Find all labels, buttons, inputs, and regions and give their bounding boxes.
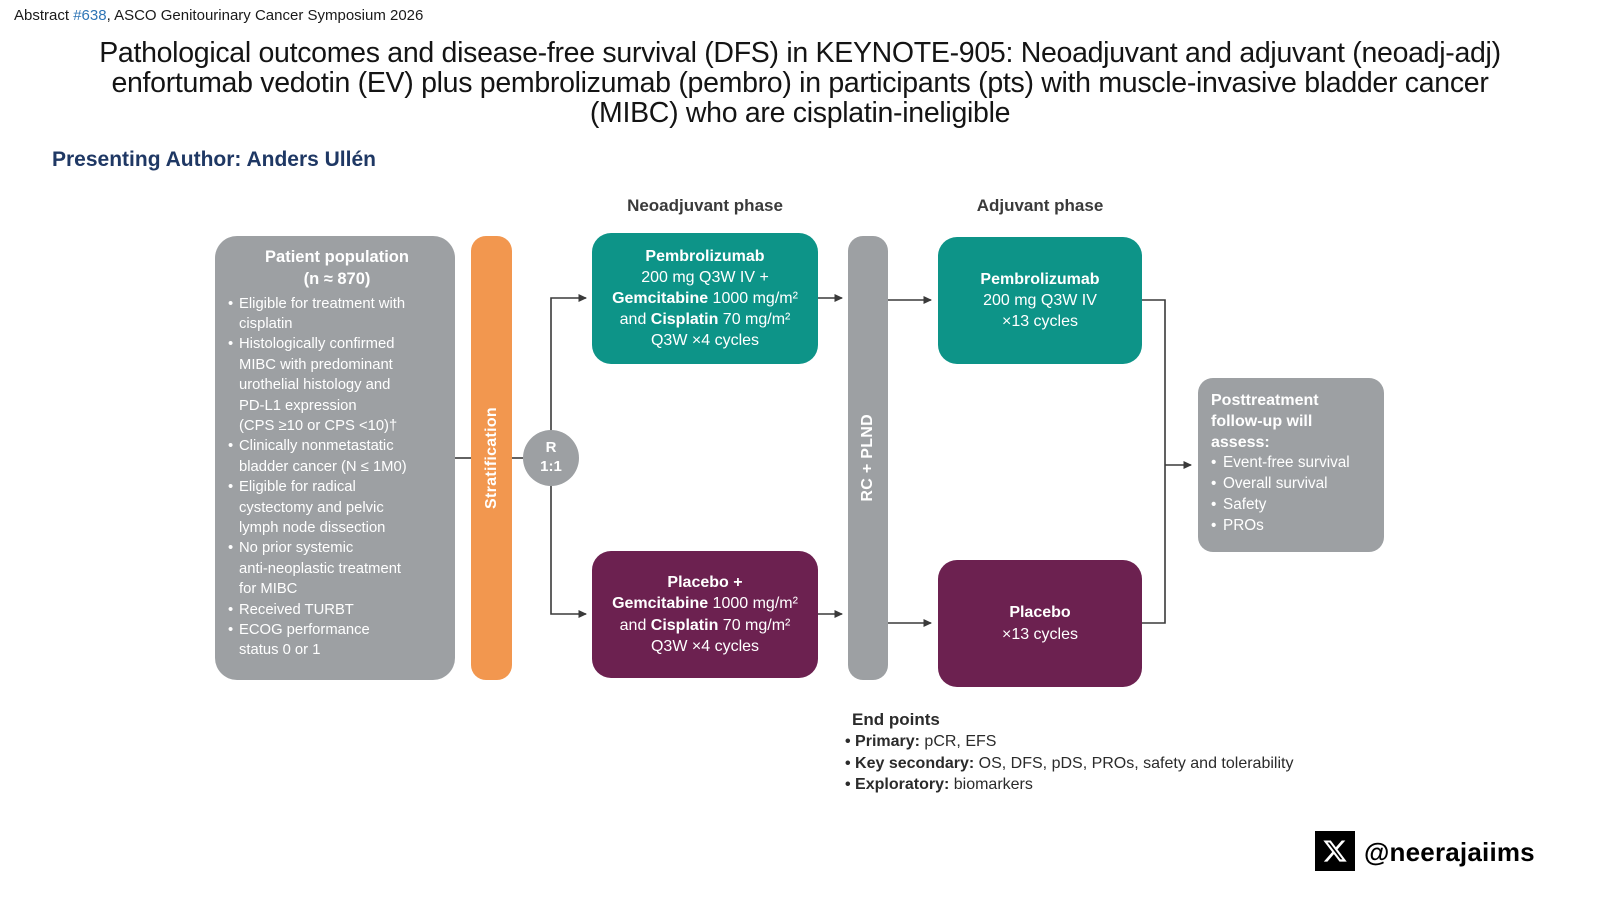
text-line: follow-up will bbox=[1211, 412, 1313, 430]
presenting-author: Presenting Author: Anders Ullén bbox=[52, 148, 376, 171]
posttreatment-title: Posttreatment follow-up will assess: bbox=[1211, 391, 1378, 453]
bullet-item: •Eligible for treatment with cisplatin bbox=[228, 295, 406, 332]
text-line: Q3W ×4 cycles bbox=[650, 637, 760, 655]
neoadjuvant-phase-label: Neoadjuvant phase bbox=[627, 196, 783, 215]
adjuvant-phase-label: Adjuvant phase bbox=[976, 196, 1104, 215]
text-line: Gemcitabine 1000 mg/m² bbox=[612, 289, 798, 307]
patient-criteria-list: •Eligible for treatment with cisplatin •H… bbox=[228, 294, 446, 661]
text-line: Pembrolizumab bbox=[980, 270, 1100, 288]
text-line: Placebo bbox=[1009, 604, 1071, 622]
stratification-bar: Stratification bbox=[471, 236, 512, 680]
abstract-suffix: , ASCO Genitourinary Cancer Symposium 20… bbox=[106, 7, 424, 24]
text-line: 200 mg Q3W IV bbox=[983, 291, 1097, 309]
abstract-prefix: Abstract bbox=[14, 7, 74, 24]
text-line: Posttreatment bbox=[1211, 392, 1319, 409]
text-line: ×13 cycles bbox=[1001, 313, 1079, 331]
patient-population-title: Patient population (n ≈ 870) bbox=[228, 247, 446, 291]
endpoints-section: End points • Primary: pCR, EFS • Key seco… bbox=[845, 710, 1293, 796]
patient-population-title-line1: Patient population bbox=[265, 248, 409, 266]
bullet-item: •No prior systemic anti-neoplastic treat… bbox=[228, 540, 402, 598]
x-handle[interactable]: @neerajaiims bbox=[1364, 837, 1535, 867]
bullet-item: •Safety bbox=[1211, 496, 1267, 514]
patient-population-title-line2: (n ≈ 870) bbox=[303, 269, 371, 288]
text-line: Q3W ×4 cycles bbox=[650, 332, 760, 350]
adjuvant-pembro-arm-box: Pembrolizumab 200 mg Q3W IV ×13 cycles bbox=[938, 237, 1142, 364]
neoadjuvant-pembro-arm-box: Pembrolizumab 200 mg Q3W IV + Gemcitabine … bbox=[592, 233, 818, 364]
surgery-label: RC + PLND bbox=[859, 414, 876, 502]
text-line: • Exploratory: biomarkers bbox=[845, 776, 1033, 793]
stratification-label: Stratification bbox=[482, 407, 500, 509]
posttreatment-assess-list: •Event-free survival •Overall survival •Sa… bbox=[1211, 453, 1378, 537]
randomization-circle: R 1:1 bbox=[523, 430, 579, 486]
page-title: Pathological outcomes and disease-free s… bbox=[99, 37, 1501, 130]
surgery-bar: RC + PLND bbox=[848, 236, 888, 680]
text-line: Placebo + bbox=[667, 574, 743, 592]
text-line: and Cisplatin 70 mg/m² bbox=[619, 311, 791, 329]
text-line: • Key secondary: OS, DFS, pDS, PROs, saf… bbox=[845, 754, 1294, 772]
patient-population-box: Patient population (n ≈ 870) •Eligible f… bbox=[215, 236, 455, 680]
adjuvant-placebo-arm-box: Placebo ×13 cycles bbox=[938, 560, 1142, 687]
text-line: 200 mg Q3W IV + bbox=[641, 268, 769, 286]
bullet-item: •Eligible for radical cystectomy and pel… bbox=[228, 479, 386, 536]
text-line: Gemcitabine 1000 mg/m² bbox=[612, 595, 798, 613]
text-line: Pembrolizumab bbox=[645, 247, 765, 265]
bullet-item: •Event-free survival bbox=[1211, 454, 1350, 472]
bullet-item: •ECOG performance status 0 or 1 bbox=[228, 622, 370, 659]
bullet-item: •Clinically nonmetastatic bladder cancer… bbox=[228, 438, 407, 475]
abstract-header: Abstract #638, ASCO Genitourinary Cancer… bbox=[14, 7, 423, 24]
endpoints-title: End points bbox=[852, 710, 940, 729]
endpoints-list: • Primary: pCR, EFS • Key secondary: OS, … bbox=[845, 731, 1293, 796]
randomization-ratio: 1:1 bbox=[540, 458, 562, 475]
abstract-number-link[interactable]: #638 bbox=[73, 7, 107, 24]
bullet-item: •Received TURBT bbox=[228, 601, 354, 618]
neoadjuvant-placebo-arm-box: Placebo + Gemcitabine 1000 mg/m² and Cispl… bbox=[592, 551, 818, 678]
text-line: ×13 cycles bbox=[1001, 625, 1079, 643]
x-logo-icon bbox=[1315, 831, 1355, 871]
text-line: • Primary: pCR, EFS bbox=[845, 733, 997, 750]
text-line: assess: bbox=[1211, 433, 1270, 451]
bullet-item: •Overall survival bbox=[1211, 475, 1328, 493]
bullet-item: •Histologically confirmed MIBC with pred… bbox=[228, 336, 398, 434]
text-line: and Cisplatin 70 mg/m² bbox=[619, 616, 791, 634]
posttreatment-box: Posttreatment follow-up will assess: •Even… bbox=[1198, 378, 1384, 552]
bullet-item: •PROs bbox=[1211, 517, 1264, 535]
randomization-r: R bbox=[545, 439, 557, 457]
